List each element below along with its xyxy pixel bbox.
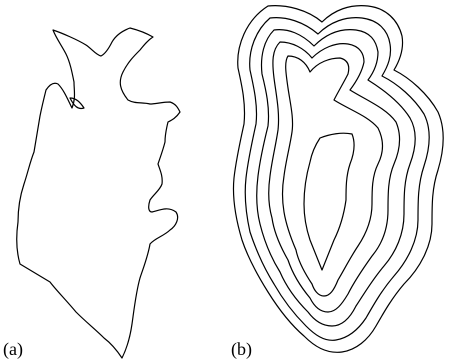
silhouette-outline bbox=[17, 28, 180, 358]
contour-5 bbox=[283, 56, 383, 296]
panel-b-contours bbox=[233, 6, 443, 353]
contour-inner bbox=[304, 133, 354, 270]
contour-3 bbox=[257, 30, 416, 326]
panel-a-silhouette bbox=[17, 28, 180, 358]
panel-b-label: (b) bbox=[231, 340, 252, 358]
panel-a-label: (a) bbox=[3, 340, 23, 358]
